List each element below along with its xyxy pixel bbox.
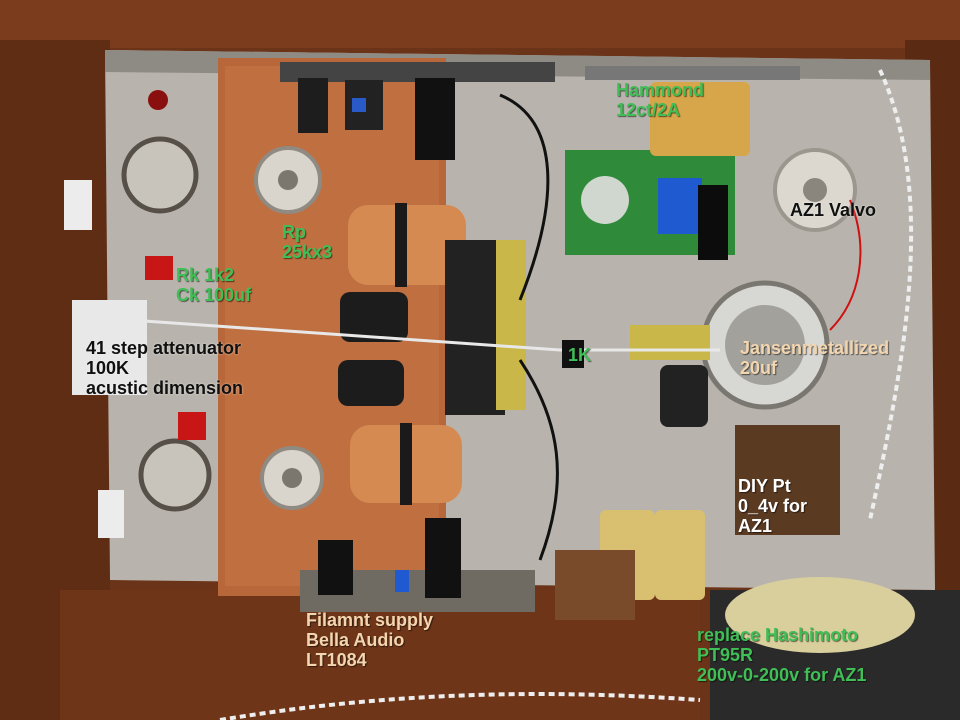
yellow-choke-2 bbox=[655, 510, 705, 600]
top-trimmer-blue bbox=[352, 98, 366, 112]
label-line: acustic dimension bbox=[86, 378, 244, 398]
input-connector-bottom bbox=[98, 490, 124, 538]
label-attenuator: 41 step attenuator 100K acustic dimensio… bbox=[86, 338, 243, 398]
jansen-capacitor-inner bbox=[725, 305, 805, 385]
label-line: Filamnt supply bbox=[306, 610, 434, 630]
label-line: 100K bbox=[86, 358, 130, 378]
yellow-tag-board-right bbox=[630, 325, 710, 360]
label-line: Ck 100uf bbox=[176, 285, 252, 305]
yellow-tag-board-middle bbox=[496, 240, 526, 410]
choke-mount-board bbox=[555, 550, 635, 620]
resistor-1k bbox=[562, 340, 584, 368]
black-terminal-strip bbox=[445, 240, 505, 415]
label-line: 1K bbox=[568, 345, 592, 365]
rca-jack-bottom bbox=[138, 438, 212, 512]
label-az1-valvo: AZ1 Valvo bbox=[790, 200, 876, 220]
red-capacitor-left bbox=[145, 256, 173, 280]
label-hammond: Hammond 12ct/2A bbox=[616, 80, 704, 120]
hashimoto-toroid bbox=[725, 577, 915, 653]
blue-capacitor bbox=[658, 178, 702, 234]
label-line: Rk 1k2 bbox=[176, 265, 235, 285]
label-filament-supply: Filamnt supply Bella Audio LT1084 bbox=[306, 610, 433, 670]
filter-electrolytic bbox=[660, 365, 708, 427]
rca-jack-top bbox=[121, 136, 199, 214]
tube-socket-top-center bbox=[278, 170, 298, 190]
label-line: 0_4v for bbox=[738, 496, 808, 516]
label-hashimoto: replace Hashimoto PT95R 200v-0-200v for … bbox=[697, 625, 866, 685]
attenuator-switch bbox=[72, 300, 147, 395]
label-line: 200v-0-200v for AZ1 bbox=[697, 665, 867, 685]
label-line: Rp bbox=[282, 222, 306, 242]
label-line: DIY Pt bbox=[738, 476, 791, 496]
black-wire-2 bbox=[518, 359, 559, 561]
cathode-capacitor-2 bbox=[338, 360, 404, 406]
red-capacitor-left-bottom bbox=[178, 412, 206, 440]
copper-capacitor-bottom-band bbox=[400, 423, 412, 505]
label-line: 41 step attenuator bbox=[86, 338, 242, 358]
label-line: LT1084 bbox=[306, 650, 367, 670]
twisted-wire-bottom bbox=[219, 692, 701, 720]
cathode-capacitor-1 bbox=[340, 292, 408, 342]
rectifier-pcb-screw bbox=[581, 176, 629, 224]
label-line: Bella Audio bbox=[306, 630, 405, 650]
label-rk-ck: Rk 1k2 Ck 100uf bbox=[176, 265, 251, 305]
label-line: PT95R bbox=[697, 645, 754, 665]
twisted-wire-right bbox=[868, 69, 914, 521]
tube-socket-bottom-center bbox=[282, 468, 302, 488]
top-capacitor-1 bbox=[298, 78, 328, 133]
label-line: replace Hashimoto bbox=[697, 625, 859, 645]
label-jansen: Jansenmetallized 20uf bbox=[740, 338, 889, 378]
label-line: AZ1 bbox=[738, 516, 773, 536]
label-diy-pt: DIY Pt 0_4v for AZ1 bbox=[738, 476, 807, 536]
red-wire-az1 bbox=[829, 199, 862, 331]
filament-capacitor-2 bbox=[425, 518, 461, 598]
label-line: 20uf bbox=[740, 358, 778, 378]
label-rp: Rp 25kx3 bbox=[282, 222, 332, 262]
filament-trimmer-blue bbox=[395, 570, 409, 592]
diy-power-transformer bbox=[735, 425, 840, 535]
input-connector-top bbox=[64, 180, 92, 230]
label-line: 12ct/2A bbox=[616, 100, 681, 120]
label-resistor-1k: 1K bbox=[568, 345, 591, 365]
wood-top-rail bbox=[0, 0, 960, 48]
copper-capacitor-top-band bbox=[395, 203, 407, 287]
signal-wire-1 bbox=[129, 318, 720, 352]
label-line: Jansenmetallized bbox=[740, 338, 890, 358]
black-wire-1 bbox=[499, 93, 550, 301]
red-led-top bbox=[148, 90, 168, 110]
label-line: Hammond bbox=[616, 80, 705, 100]
az1-valve-socket-center bbox=[803, 178, 827, 202]
hammond-transformer-bracket bbox=[585, 66, 800, 80]
label-line: AZ1 Valvo bbox=[790, 200, 877, 220]
top-capacitor-3 bbox=[415, 78, 455, 160]
hammond-transformer-coil bbox=[650, 82, 750, 156]
heat-sink bbox=[698, 185, 728, 260]
filament-capacitor-1 bbox=[318, 540, 353, 595]
top-regulator-pcb bbox=[280, 62, 555, 82]
label-line: 25kx3 bbox=[282, 242, 333, 262]
